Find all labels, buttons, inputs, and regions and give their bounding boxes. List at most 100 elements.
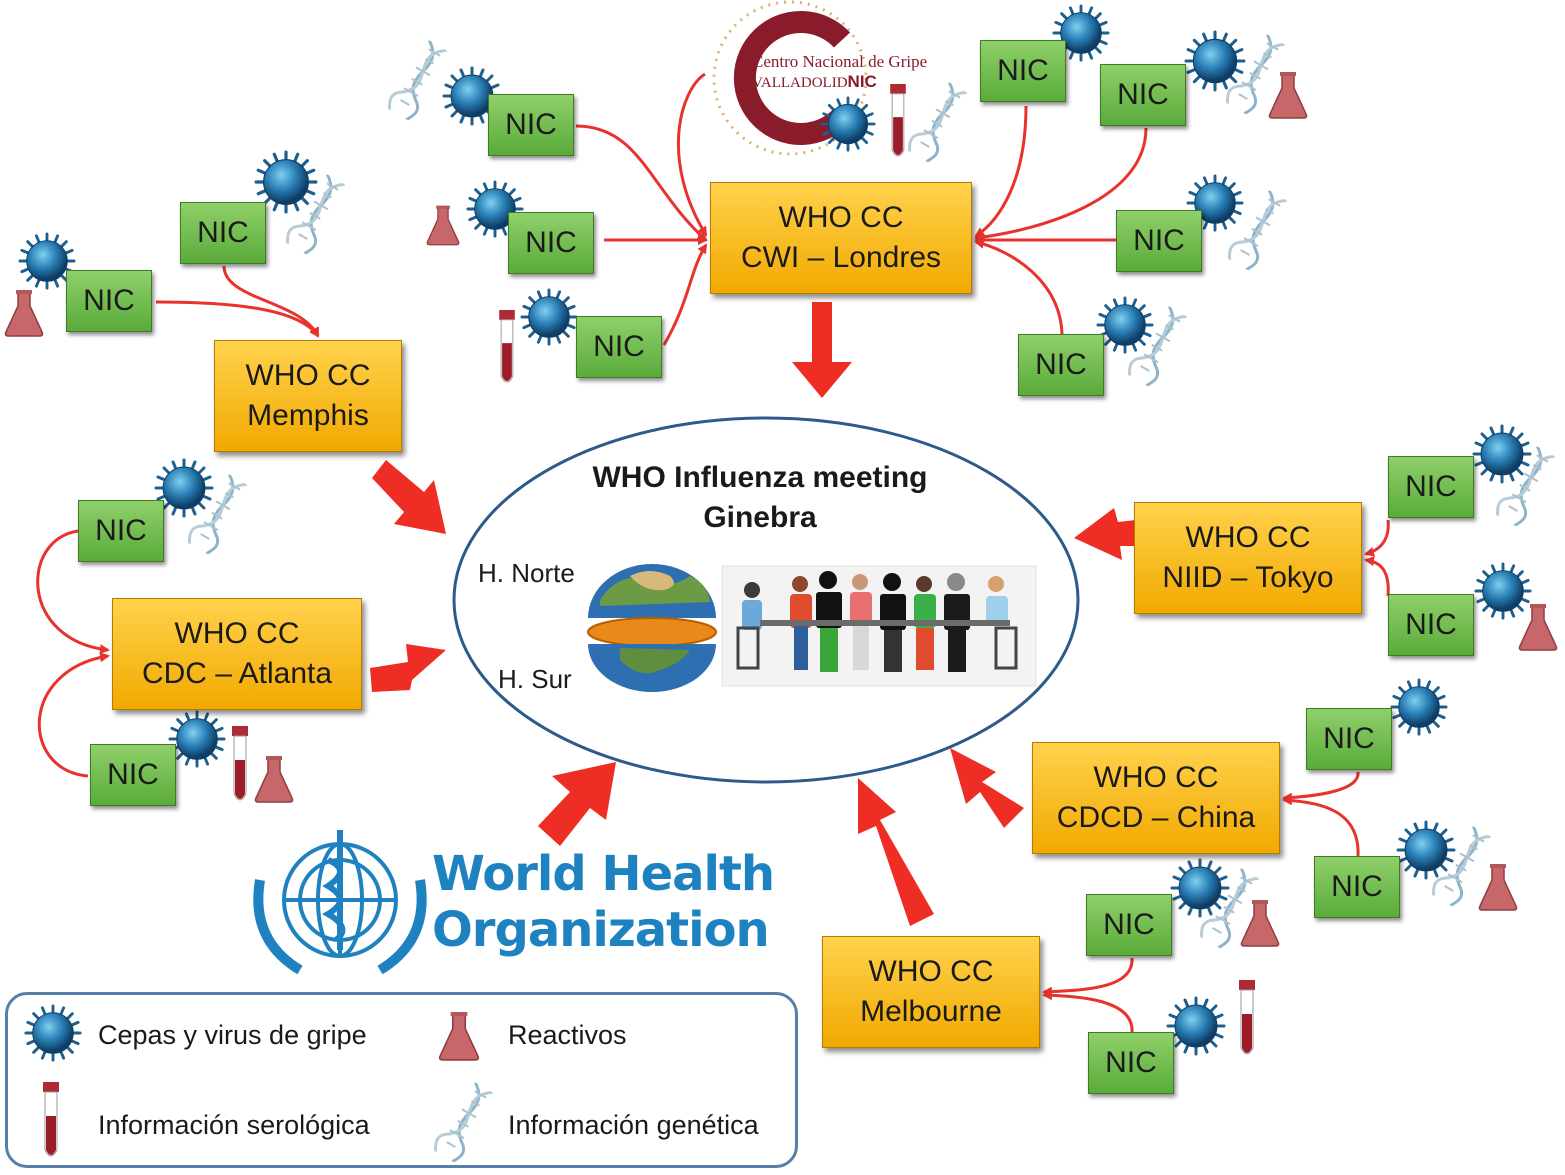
flask-icon xyxy=(1240,900,1280,947)
flask-icon xyxy=(4,290,44,337)
link-nic-tokyo-2 xyxy=(1364,556,1390,597)
cc-title: WHO CC xyxy=(1093,761,1219,794)
virus-icon xyxy=(1390,678,1448,736)
flask-icon xyxy=(254,756,294,803)
nic-logo-line3: NIC xyxy=(847,72,877,91)
meeting-title-line2: Ginebra xyxy=(703,501,817,534)
cc-city: CWI – Londres xyxy=(740,241,942,274)
nic-box[interactable]: NIC xyxy=(1100,64,1186,126)
cc-melbourne[interactable]: WHO CC Melbourne xyxy=(822,936,1040,1048)
hemisphere-south-label: H. Sur xyxy=(498,664,572,694)
link-nic-memphis-2 xyxy=(155,300,320,338)
nic-box[interactable]: NIC xyxy=(1306,708,1392,770)
cc-city: NIID – Tokyo xyxy=(1162,561,1334,594)
arrow-memphis-to-meeting xyxy=(372,460,446,534)
link-nic-london-1 xyxy=(575,124,708,242)
nic-box[interactable]: NIC xyxy=(980,40,1066,102)
cc-memphis[interactable]: WHO CC Memphis xyxy=(214,340,402,452)
cc-title: WHO CC xyxy=(1185,521,1311,554)
arrow-china-to-meeting xyxy=(950,748,1024,828)
arrow-atlanta-to-meeting xyxy=(370,644,446,692)
link-nic-london-3 xyxy=(662,243,708,346)
virus-icon xyxy=(1170,858,1230,918)
nic-box[interactable]: NIC xyxy=(90,744,176,806)
arrow-melbourne-to-meeting xyxy=(858,778,934,926)
cc-city: Melbourne xyxy=(860,995,1002,1028)
cc-city: CDC – Atlanta xyxy=(141,657,333,690)
cc-title: WHO CC xyxy=(245,359,371,392)
cc-atlanta[interactable]: WHO CC CDC – Atlanta xyxy=(112,598,362,710)
flask-icon xyxy=(1518,604,1558,651)
link-nic-atlanta-2 xyxy=(37,652,110,778)
tube-icon xyxy=(889,84,907,157)
legend-serology-label: Información serológica xyxy=(98,1110,370,1140)
nic-box[interactable]: NIC xyxy=(1388,456,1474,518)
link-nic-china-1 xyxy=(1282,771,1360,803)
nic-box[interactable]: NIC xyxy=(180,202,266,264)
link-nic-atlanta-1 xyxy=(36,529,110,655)
cc-london[interactable]: WHO CC CWI – Londres xyxy=(710,182,972,294)
nic-box[interactable]: NIC xyxy=(1314,856,1400,918)
legend xyxy=(5,992,798,1168)
cc-tokyo[interactable]: WHO CC NIID – Tokyo xyxy=(1134,502,1362,614)
meeting-people-illustration xyxy=(721,565,1037,687)
link-nic-london-8 xyxy=(974,238,1064,335)
nic-box[interactable]: NIC xyxy=(1088,1032,1174,1094)
tube-icon xyxy=(1238,980,1256,1055)
virus-icon xyxy=(1396,820,1456,880)
flask-icon xyxy=(1268,72,1308,119)
link-nic-london-5 xyxy=(974,105,1028,238)
who-logo-line2: Organization xyxy=(432,902,770,958)
legend-reagents-label: Reactivos xyxy=(508,1020,627,1050)
cc-city: CDCD – China xyxy=(1056,801,1256,834)
nic-box[interactable]: NIC xyxy=(1086,894,1172,956)
link-nic-melbourne-1 xyxy=(1042,957,1134,997)
arrow-london-to-meeting xyxy=(792,302,852,398)
legend-genetic-label: Información genética xyxy=(508,1110,759,1140)
cc-china[interactable]: WHO CC CDCD – China xyxy=(1032,742,1280,854)
who-emblem-icon xyxy=(253,830,427,975)
meeting-title-line1: WHO Influenza meeting xyxy=(592,461,928,494)
who-logo-line1: World Health xyxy=(432,846,775,902)
tube-icon xyxy=(231,726,249,801)
arrow-who-to-meeting xyxy=(538,762,616,846)
link-nic-london-6 xyxy=(974,127,1148,242)
nic-logo-line2: VALLADOLIDNIC xyxy=(752,72,877,91)
nic-box[interactable]: NIC xyxy=(1018,334,1104,396)
link-nic-china-2 xyxy=(1282,795,1360,857)
virus-icon xyxy=(154,458,214,518)
flask-icon xyxy=(426,204,460,246)
link-nic-memphis-1 xyxy=(222,265,320,338)
arrow-tokyo-to-meeting xyxy=(1074,508,1136,560)
virus-icon xyxy=(1096,296,1154,354)
link-nic-melbourne-2 xyxy=(1042,990,1134,1033)
cc-title: WHO CC xyxy=(174,617,300,650)
virus-icon xyxy=(1184,30,1246,92)
nic-box[interactable]: NIC xyxy=(78,500,164,562)
legend-virus-label: Cepas y virus de gripe xyxy=(98,1020,367,1050)
virus-icon xyxy=(520,288,578,346)
nic-box[interactable]: NIC xyxy=(576,316,662,378)
link-nic-tokyo-1 xyxy=(1364,519,1390,557)
nic-box[interactable]: NIC xyxy=(1388,594,1474,656)
globe-icon xyxy=(587,564,717,692)
virus-icon xyxy=(168,710,226,768)
cc-title: WHO CC xyxy=(778,201,904,234)
nic-box[interactable]: NIC xyxy=(488,94,574,156)
nic-logo-line1: Centro Nacional de Gripe xyxy=(752,52,928,71)
cc-city: Memphis xyxy=(247,399,369,432)
link-nic-london-4 xyxy=(676,72,708,237)
hemisphere-north-label: H. Norte xyxy=(478,558,575,588)
virus-icon xyxy=(1166,996,1226,1056)
nic-box[interactable]: NIC xyxy=(1116,210,1202,272)
dna-icon xyxy=(903,78,973,166)
meeting-title: WHO Influenza meeting Ginebra xyxy=(520,458,1000,538)
who-logo-text: World Health Organization xyxy=(432,846,775,958)
nic-valladolid-logo xyxy=(712,0,868,156)
dna-icon xyxy=(383,36,453,124)
cc-title: WHO CC xyxy=(868,955,994,988)
nic-box[interactable]: NIC xyxy=(508,212,594,274)
nic-box[interactable]: NIC xyxy=(66,270,152,332)
flask-icon xyxy=(1478,864,1518,911)
